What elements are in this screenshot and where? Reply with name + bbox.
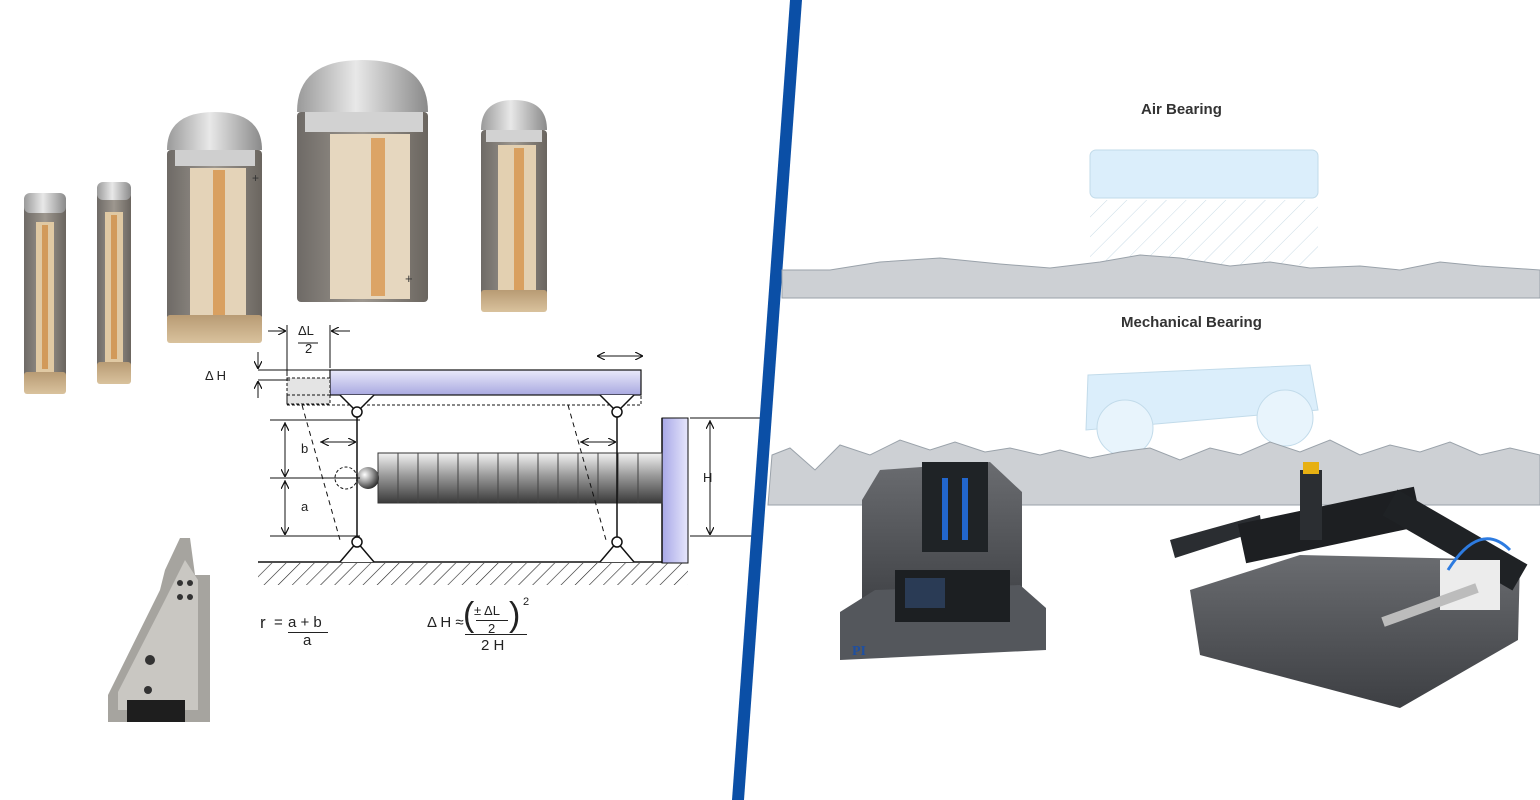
- dim-b-label: b: [301, 441, 309, 456]
- granite-stage-photo-right: [1170, 462, 1528, 708]
- formula-dh-close-paren: ): [509, 596, 521, 634]
- mechanical-bearing-title: Mechanical Bearing: [1121, 314, 1262, 331]
- piezo-stack: [377, 452, 663, 504]
- formula-dh-open-paren: (: [463, 596, 475, 634]
- formula-r-eq: =: [274, 614, 283, 631]
- delta-h-label: Δ H: [205, 368, 226, 383]
- flexure-stage-photo: [108, 538, 210, 722]
- piezo-actuator-small-1: [24, 193, 66, 394]
- formula-r-numerator: a + b: [288, 614, 322, 631]
- formula-dh-lhs: Δ H ≈: [427, 614, 464, 631]
- formula-r-denominator: a: [303, 632, 312, 649]
- granite-stage-photo-left: PI: [840, 462, 1046, 660]
- ball-contact: [357, 467, 379, 489]
- formula-dh-exponent: 2: [523, 596, 530, 608]
- dim-a-label: a: [301, 499, 309, 514]
- formula-dh-inner-numerator: ± ΔL: [474, 603, 500, 618]
- formula-dh-denominator: 2 H: [481, 637, 505, 654]
- formula-dh-inner-denominator: 2: [488, 621, 496, 636]
- air-bearing-illustration: [781, 149, 1540, 299]
- formula-dh-inner-bar: [476, 620, 508, 621]
- lever-diagram: [258, 325, 760, 585]
- svg-text:+: +: [252, 171, 259, 185]
- formula-r-lhs: r: [260, 613, 266, 632]
- piezo-actuator-medium-2: [481, 100, 547, 312]
- formula-r-fraction-bar: [288, 632, 328, 633]
- formula-dh-fraction-bar: [465, 634, 527, 635]
- panel-divider: [732, 0, 802, 800]
- ground-hatch: [258, 563, 688, 585]
- air-bearing-title: Air Bearing: [1141, 101, 1222, 118]
- svg-text:+: +: [405, 271, 413, 286]
- lever-beam: [329, 369, 642, 396]
- pi-logo: PI: [852, 644, 866, 659]
- delta-l-label-den: 2: [305, 341, 313, 356]
- delta-l-label-num: ΔL: [298, 323, 314, 338]
- piezo-actuator-medium: +: [167, 112, 262, 343]
- piezo-actuator-large: +: [297, 60, 428, 302]
- piezo-actuator-small-2: [97, 182, 131, 384]
- dim-h-label: H: [703, 470, 713, 485]
